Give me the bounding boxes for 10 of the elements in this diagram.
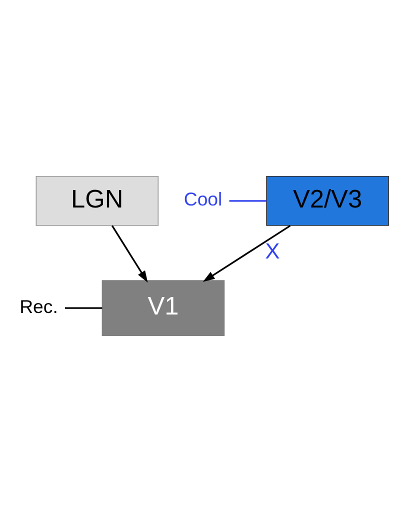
node-box: V2/V3 xyxy=(266,176,389,226)
node-text: Rec. xyxy=(20,296,58,317)
node-box: V1 xyxy=(102,280,225,336)
node-box: LGN xyxy=(36,176,159,226)
arrow xyxy=(202,225,291,282)
connector xyxy=(65,307,102,309)
node-text: Cool xyxy=(184,188,222,210)
edge-label: X xyxy=(265,238,280,264)
connector xyxy=(229,200,267,202)
arrow xyxy=(111,225,148,283)
